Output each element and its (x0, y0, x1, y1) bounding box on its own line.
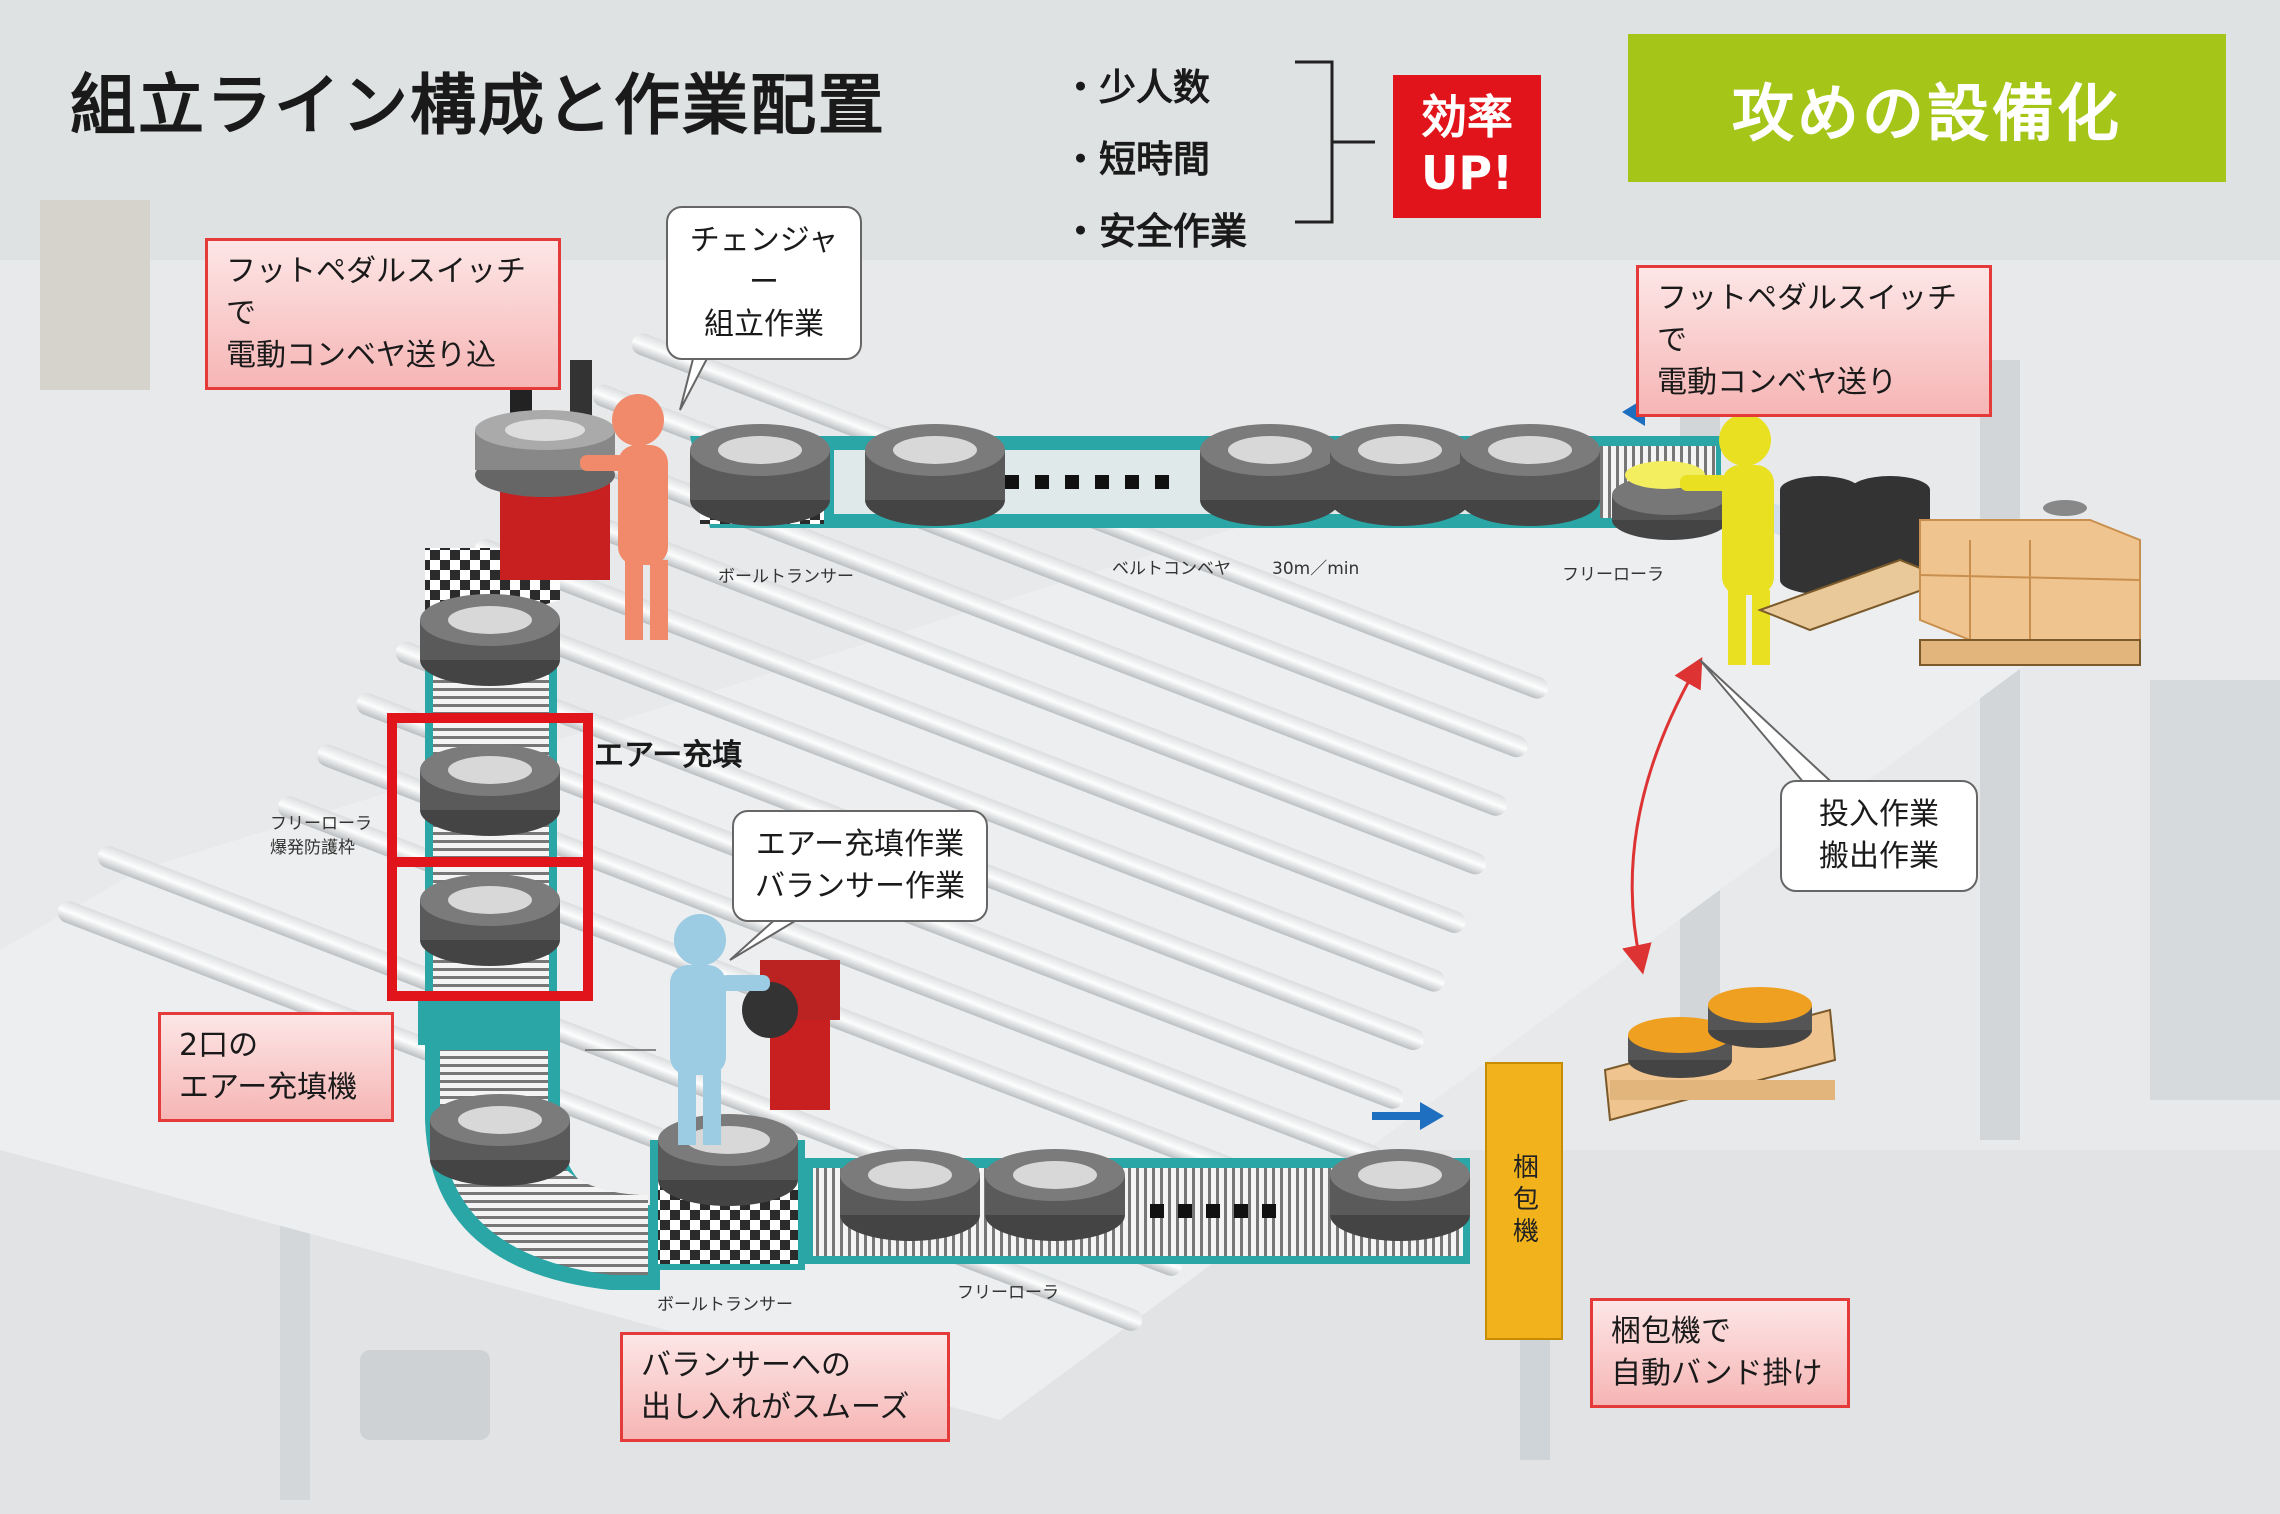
label-line: 出し入れがスムーズ (641, 1390, 910, 1425)
badge-line: 効率 (1421, 90, 1513, 144)
page-title: 組立ライン構成と作業配置 (70, 67, 886, 144)
pedal-left-label: フットペダルスイッチで 電動コンベヤ送り込 (205, 238, 561, 390)
headline-box: 攻めの設備化 (1628, 34, 2226, 182)
benefit-item: ・少人数 (1062, 66, 1210, 109)
label-line: バランサーへの (641, 1348, 851, 1383)
free-roller-top-label: フリーローラ (1562, 565, 1664, 585)
speed-label: 30m／min (1272, 559, 1360, 579)
label-line: フットペダルスイッチで (1657, 281, 1957, 358)
label-line: 電動コンベヤ送り (1657, 365, 1897, 400)
packing-auto-label: 梱包機で 自動バンド掛け (1590, 1298, 1850, 1408)
air-machine-label: 2口の エアー充填機 (158, 1012, 394, 1122)
pedal-right-label: フットペダルスイッチで 電動コンベヤ送り (1636, 265, 1992, 417)
label-line: エアー充填機 (179, 1070, 358, 1105)
benefit-item: ・安全作業 (1062, 210, 1247, 253)
efficiency-up-badge: 効率 UP! (1393, 75, 1541, 218)
bubble-line: 搬出作業 (1819, 839, 1939, 874)
label-line: フットペダルスイッチで (226, 254, 526, 331)
badge-line: UP! (1420, 146, 1514, 200)
air-fill-label: エアー充填 (594, 738, 743, 773)
label-line: 爆発防護枠 (270, 838, 355, 858)
bubble-line: 組立作業 (704, 307, 824, 342)
bubble-line: エアー充填作業 (755, 827, 965, 862)
loading-bubble: 投入作業 搬出作業 (1780, 780, 1978, 892)
belt-conveyor-label: ベルトコンベヤ (1112, 559, 1231, 579)
bubble-line: 投入作業 (1819, 797, 1939, 832)
ball-transfer-bottom-label: ボールトランサー (657, 1295, 793, 1315)
label-line: 梱包機で (1611, 1314, 1731, 1349)
packing-machine-label: 梱包機 (1508, 1153, 1539, 1249)
ball-transfer-top-label: ボールトランサー (718, 567, 854, 587)
packing-machine: 梱包機 (1485, 1062, 1563, 1340)
label-line: 自動バンド掛け (1611, 1356, 1823, 1391)
label-line: 2口の (179, 1028, 259, 1063)
air-balancer-bubble: エアー充填作業 バランサー作業 (732, 810, 988, 922)
bubble-line: チェンジャー (689, 223, 839, 300)
free-roller-bottom-label: フリーローラ (957, 1283, 1059, 1303)
balancer-smooth-label: バランサーへの 出し入れがスムーズ (620, 1332, 950, 1442)
bubble-line: バランサー作業 (755, 869, 965, 904)
benefit-list: ・少人数 ・短時間 ・安全作業 (1062, 52, 1247, 268)
label-line: フリーローラ (270, 814, 372, 834)
changer-bubble: チェンジャー 組立作業 (666, 206, 862, 360)
label-line: 電動コンベヤ送り込 (226, 338, 496, 373)
free-roller-guard-label: フリーローラ 爆発防護枠 (270, 812, 372, 860)
benefit-item: ・短時間 (1062, 138, 1210, 181)
